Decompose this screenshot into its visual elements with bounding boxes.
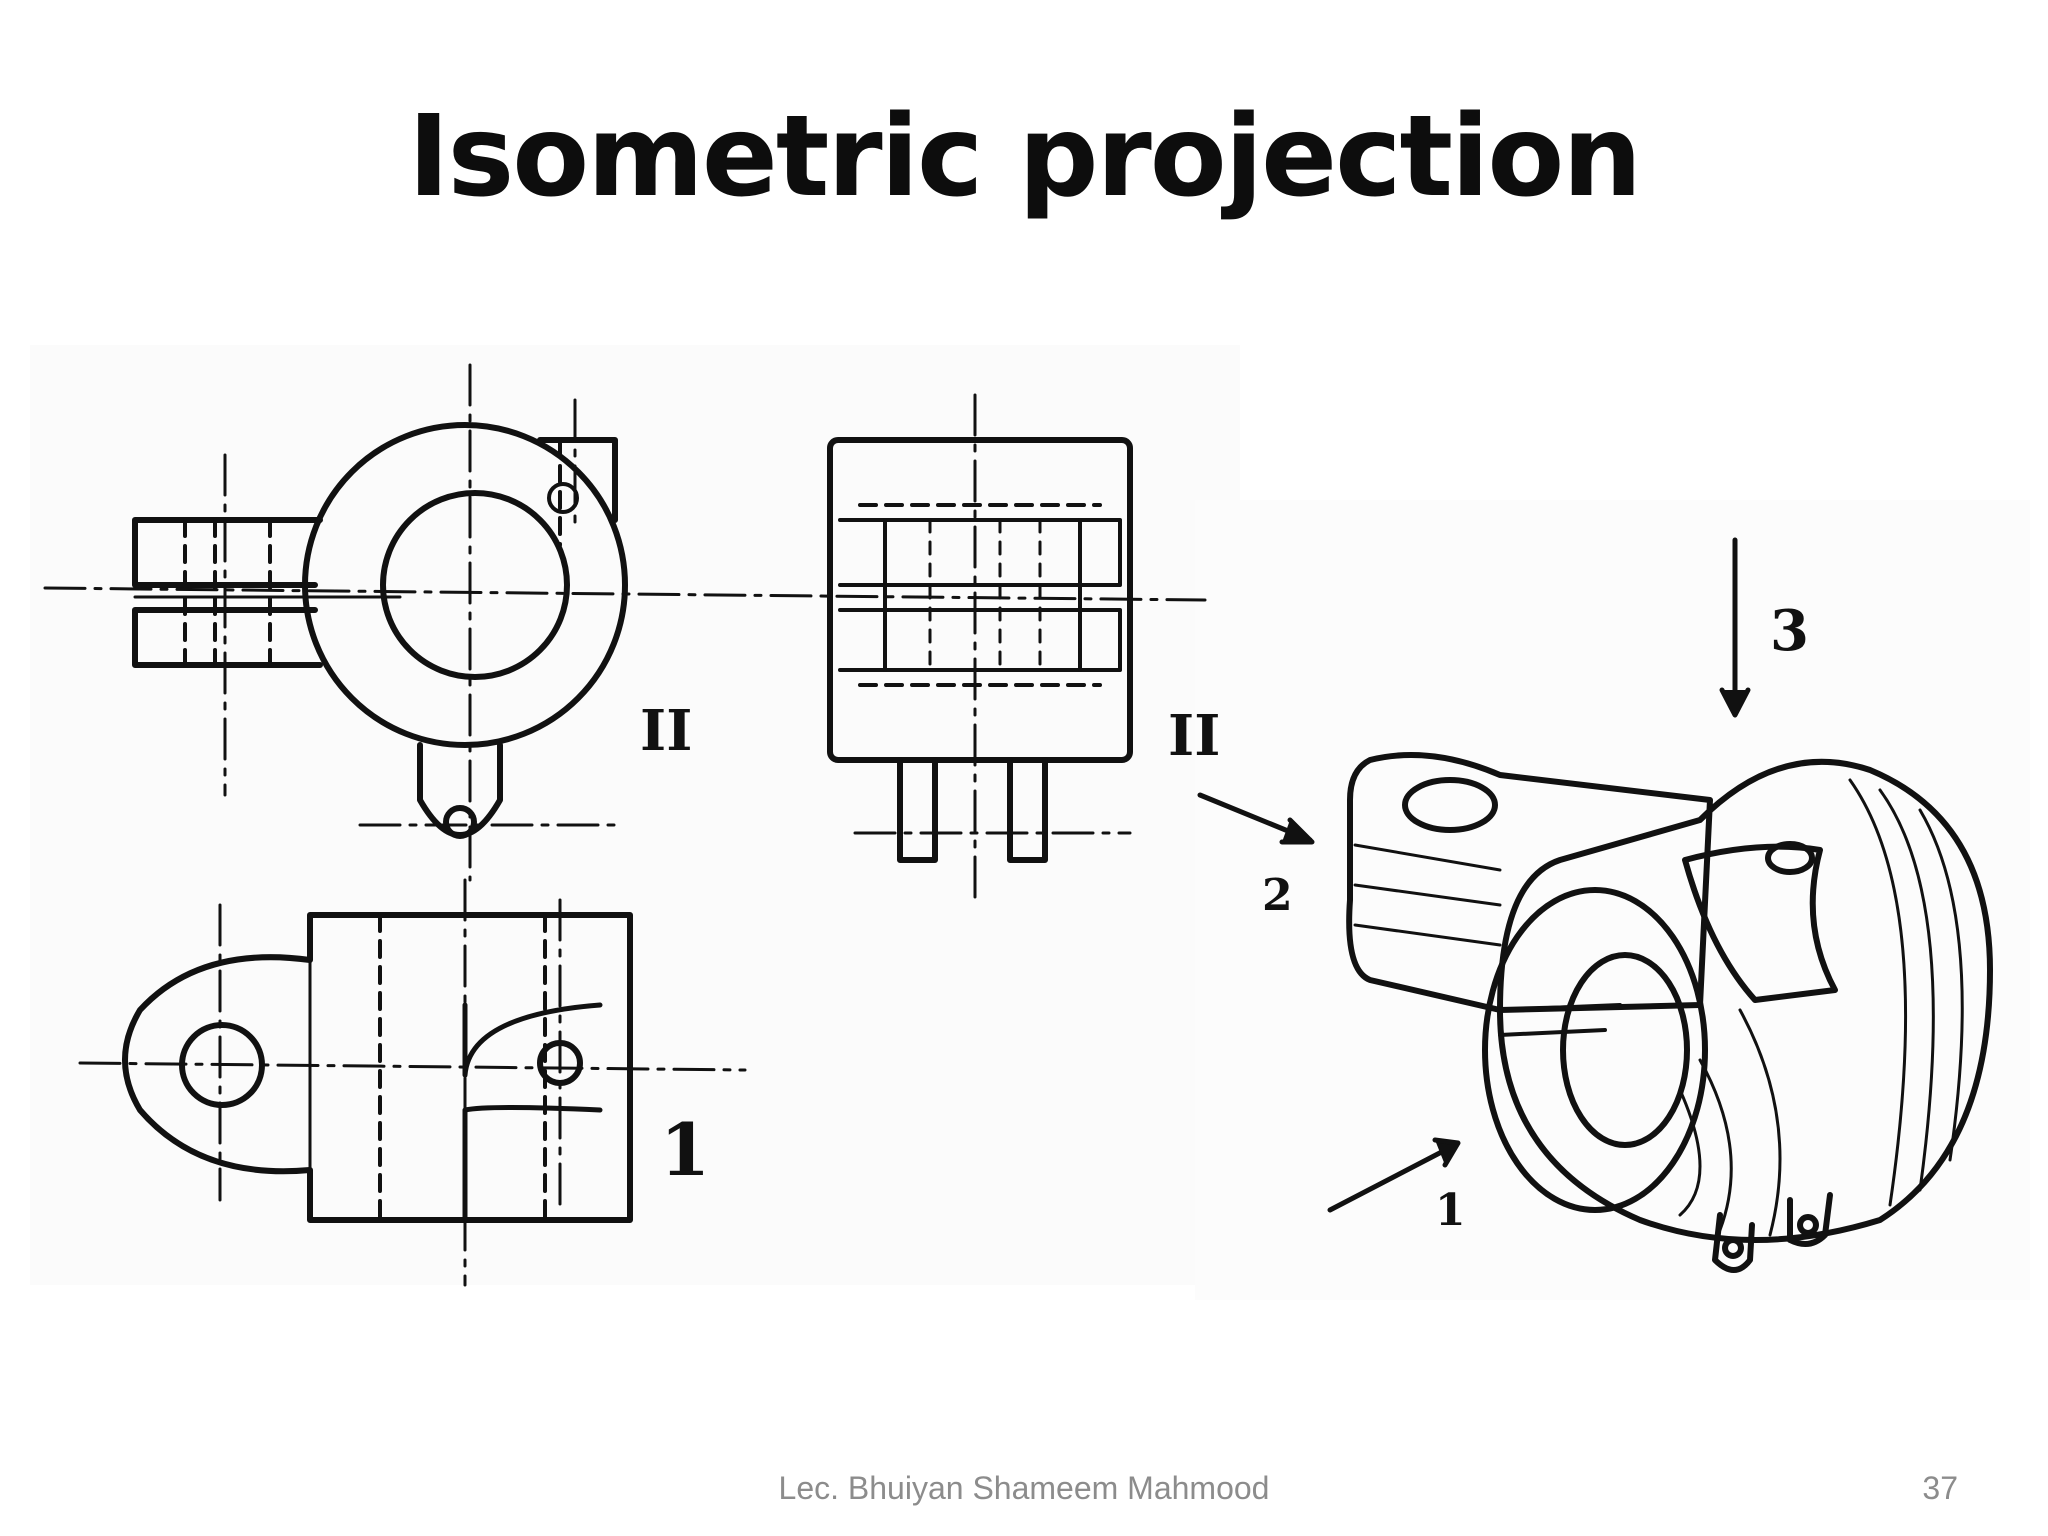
- front-view: [132, 422, 628, 839]
- front-view-marker: II: [640, 698, 692, 764]
- isometric-view: [1346, 752, 1993, 1273]
- direction-label-2: 2: [1262, 870, 1293, 921]
- plan-view-marker: 1: [660, 1107, 710, 1192]
- slide-title: Isometric projection: [407, 92, 1642, 222]
- footer-author: Lec. Bhuiyan Shameem Mahmood: [778, 1470, 1270, 1506]
- page-number: 37: [1922, 1470, 1958, 1506]
- isometric-view-panel: [1195, 500, 2030, 1300]
- direction-label-3: 3: [1770, 598, 1809, 664]
- side-view: [827, 437, 1133, 863]
- side-view-marker: II: [1168, 703, 1220, 769]
- orthographic-views-panel: [30, 345, 1240, 1285]
- direction-label-1: 1: [1435, 1185, 1466, 1236]
